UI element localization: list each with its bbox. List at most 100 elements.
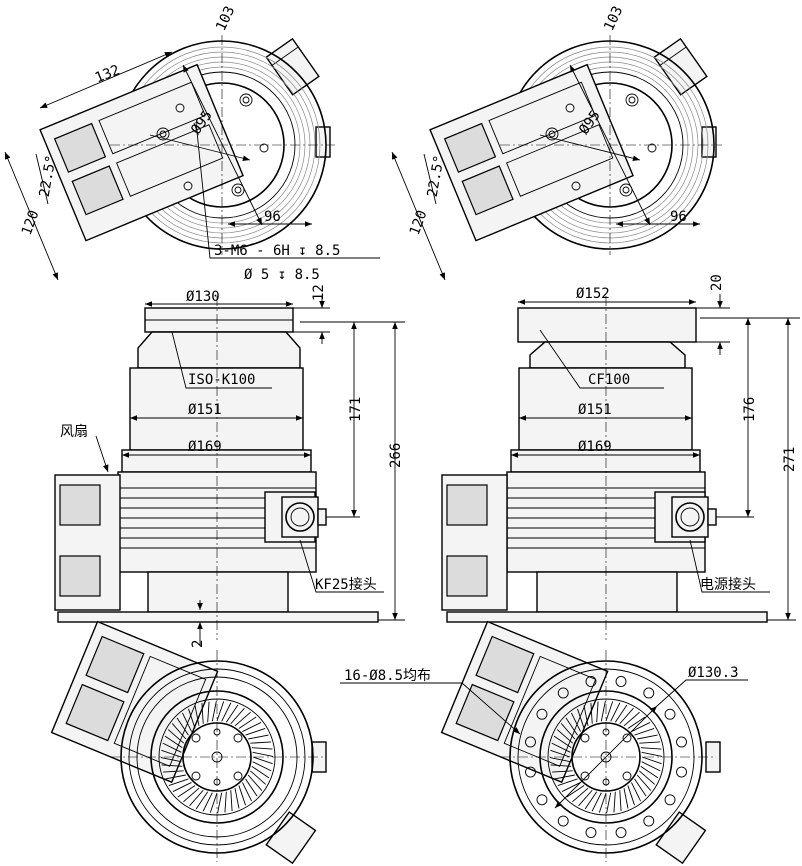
dim-96-left: 96	[264, 209, 281, 225]
rotor-blade	[251, 765, 270, 779]
bolt-hole	[664, 794, 676, 806]
rotor-blade	[619, 790, 622, 811]
rotor-blade	[217, 792, 223, 814]
rotor-blade	[182, 712, 192, 732]
rotor-blade	[578, 789, 593, 807]
rotor-blade	[627, 785, 635, 806]
rotor-blade	[634, 778, 647, 797]
bolt-hole	[615, 827, 627, 838]
bolt-hole	[557, 815, 569, 827]
dim-130-3: Ø130.3	[688, 665, 739, 681]
rotor-blade	[216, 701, 225, 722]
rotor-blade	[251, 747, 273, 750]
dim-2-left: 2	[190, 640, 206, 648]
rotor-blade	[591, 792, 602, 812]
rotor-blade	[238, 716, 257, 729]
rotor-blade	[639, 741, 660, 744]
dim-152-right: Ø152	[576, 286, 610, 302]
rotor-blade	[610, 702, 621, 722]
bolt-hole	[676, 766, 687, 778]
rotor-blade	[234, 711, 251, 727]
rotor-blade	[640, 747, 662, 750]
bolt-hole	[536, 708, 548, 720]
rotor-blade	[252, 756, 273, 765]
rotor-blade	[636, 774, 652, 791]
top-view-left: 103 132 Ø95 22.5° 120 96 3-M6 - 6H ↧ 8.5…	[4, 4, 380, 283]
bolt-hole	[557, 687, 569, 699]
rotor-blade	[230, 707, 245, 725]
dim-132-left: 132	[93, 62, 122, 86]
rotor-blade	[641, 756, 662, 765]
bolt-hole	[525, 766, 536, 778]
flange-label-left: ISO-K100	[188, 372, 255, 388]
bottom-view-left	[50, 620, 327, 865]
thread-note-2: Ø 5 ↧ 8.5	[244, 267, 320, 283]
dim-96-right: 96	[670, 209, 687, 225]
bolt-hole	[585, 827, 597, 838]
bolt-hole	[525, 736, 536, 748]
rotor-blade	[225, 704, 239, 723]
rotor-blade	[249, 770, 267, 785]
rotor-blade	[248, 734, 269, 740]
dim-12-left: 12	[311, 284, 327, 301]
dim-169-right: Ø169	[578, 439, 612, 455]
dim-103-right: 103	[601, 4, 626, 34]
dim-151-right: Ø151	[578, 402, 612, 418]
dim-151-left: Ø151	[188, 402, 222, 418]
rotor-blade	[245, 778, 258, 797]
rotor-blade	[252, 751, 274, 757]
rotor-blade	[161, 749, 182, 758]
fan-box-top	[39, 63, 244, 242]
bolt-holes-16	[525, 676, 687, 838]
rotor-blade	[207, 701, 210, 723]
rotor-blade	[623, 711, 640, 727]
dim-176-right: 176	[742, 397, 758, 422]
rotor-blade	[211, 700, 217, 722]
top-view-right: 103 Ø95 22.5° 120 96	[391, 4, 722, 281]
rotor-blade	[163, 770, 184, 773]
dim-22-5-left: 22.5°	[37, 154, 60, 198]
flange-label-right: CF100	[588, 372, 630, 388]
bolt-hole	[536, 794, 548, 806]
side-view-right: Ø152 20 CF100 Ø151 Ø169 176 271 电源接头	[441, 274, 800, 640]
rotor-blade	[230, 790, 233, 811]
rotor-blade	[202, 792, 213, 812]
rotor-blade	[209, 792, 218, 813]
bolt-hole	[664, 708, 676, 720]
rotor-blade	[183, 787, 200, 803]
rotor-blade	[596, 701, 599, 723]
rotor-blade	[201, 703, 204, 724]
rotor-blade	[623, 788, 629, 809]
rotor-blade	[641, 751, 663, 757]
rotor-blade	[164, 735, 183, 749]
rotor-blade	[162, 742, 182, 753]
rotor-blade	[172, 782, 192, 792]
rotor-blade	[242, 782, 252, 802]
rotor-blades-left	[160, 700, 274, 814]
rotor-blade	[165, 774, 186, 780]
power-port-top	[315, 126, 331, 158]
rotor-blade	[600, 700, 606, 722]
holes-label: 16-Ø8.5均布	[344, 668, 431, 684]
rotor-blade	[619, 707, 634, 725]
bolt-hole	[643, 815, 655, 827]
rotor-blade	[572, 787, 589, 803]
dim-22-5-right: 22.5°	[425, 154, 448, 198]
rotor-blade	[221, 702, 232, 722]
rotor-blade	[637, 734, 658, 740]
dim-130-left: Ø130	[186, 289, 220, 305]
rotor-blade	[168, 778, 189, 786]
dim-271-right: 271	[782, 447, 798, 472]
rotor-blade	[188, 708, 196, 729]
side-view-left: Ø130 12 ISO-K100 Ø151 Ø169 171 266 风扇 KF…	[54, 284, 405, 648]
dim-266-left: 266	[388, 443, 404, 468]
dim-171-left: 171	[348, 397, 364, 422]
rotor-blade	[250, 741, 271, 744]
rotor-blade	[189, 789, 204, 807]
rotor-blade	[242, 722, 262, 732]
bolt-hole	[643, 687, 655, 699]
bolt-hole	[615, 676, 627, 687]
rotor-blade	[238, 785, 246, 806]
bolt-hole	[676, 736, 687, 748]
